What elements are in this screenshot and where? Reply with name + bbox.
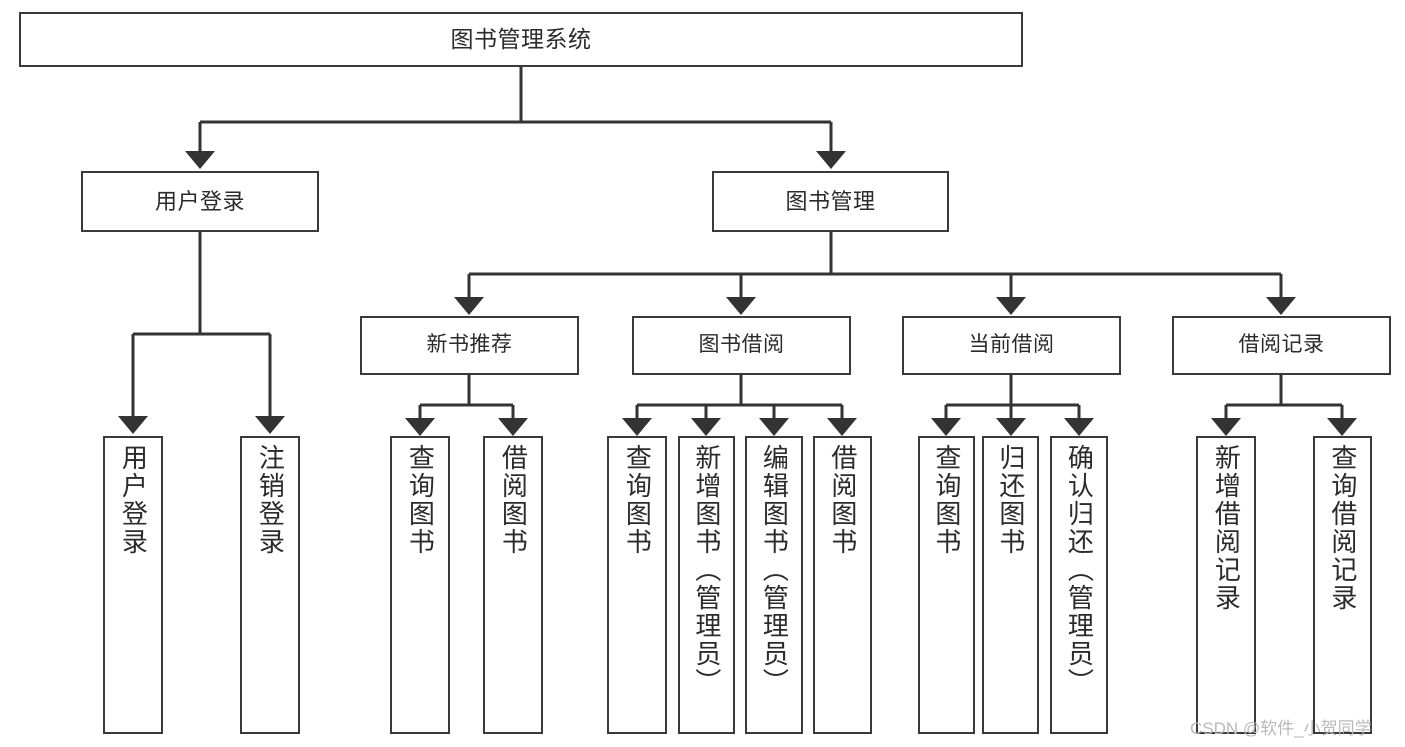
node-label: 归还图书 [995, 444, 1026, 556]
node-label: 注销登录 [255, 444, 286, 556]
node-label: 查询图书 [931, 444, 962, 556]
leaf-node-borrow-books-bor[interactable]: 借阅图书 [813, 436, 872, 734]
node-label: 用户登录 [154, 188, 245, 214]
leaf-node-add-book-admin[interactable]: 新增图书（管理员） [678, 436, 735, 734]
leaf-node-edit-book-admin[interactable]: 编辑图书（管理员） [745, 436, 803, 734]
node-borrowing-record[interactable]: 借阅记录 [1172, 316, 1391, 375]
node-label: 确认归还（管理员） [1064, 444, 1095, 696]
node-label: 查询图书 [622, 444, 653, 556]
leaf-node-user-login[interactable]: 用户登录 [103, 436, 163, 734]
node-label: 新增借阅记录 [1211, 444, 1242, 612]
node-root-book-management-system[interactable]: 图书管理系统 [19, 12, 1023, 67]
leaf-node-add-borrow-record[interactable]: 新增借阅记录 [1196, 436, 1256, 734]
node-book-management[interactable]: 图书管理 [712, 171, 949, 232]
node-new-book-recommendation[interactable]: 新书推荐 [360, 316, 579, 375]
node-label: 图书管理系统 [450, 26, 592, 53]
leaf-node-confirm-return-admin[interactable]: 确认归还（管理员） [1050, 436, 1108, 734]
node-label: 编辑图书（管理员） [759, 444, 790, 696]
leaf-node-query-books-cur[interactable]: 查询图书 [918, 436, 975, 734]
node-label: 图书管理 [785, 188, 876, 214]
node-label: 查询图书 [405, 444, 436, 556]
leaf-node-query-borrow-record[interactable]: 查询借阅记录 [1313, 436, 1372, 734]
node-label: 图书借阅 [698, 333, 785, 357]
node-label: 查询借阅记录 [1327, 444, 1358, 612]
node-book-borrowing[interactable]: 图书借阅 [632, 316, 851, 375]
node-label: 借阅图书 [498, 444, 529, 556]
node-label: 新书推荐 [426, 333, 513, 357]
leaf-node-borrow-books-rec[interactable]: 借阅图书 [483, 436, 543, 734]
leaf-node-logout[interactable]: 注销登录 [240, 436, 300, 734]
node-label: 当前借阅 [968, 333, 1055, 357]
watermark-text: CSDN @软件_小贺同学 [1190, 719, 1372, 738]
node-label: 新增图书（管理员） [691, 444, 722, 696]
leaf-node-return-books[interactable]: 归还图书 [982, 436, 1039, 734]
leaf-node-query-books-bor[interactable]: 查询图书 [607, 436, 667, 734]
node-label: 借阅记录 [1238, 333, 1325, 357]
node-user-login[interactable]: 用户登录 [81, 171, 319, 232]
node-current-borrowing[interactable]: 当前借阅 [902, 316, 1121, 375]
node-label: 用户登录 [118, 444, 149, 556]
node-label: 借阅图书 [827, 444, 858, 556]
leaf-node-query-books-rec[interactable]: 查询图书 [390, 436, 450, 734]
